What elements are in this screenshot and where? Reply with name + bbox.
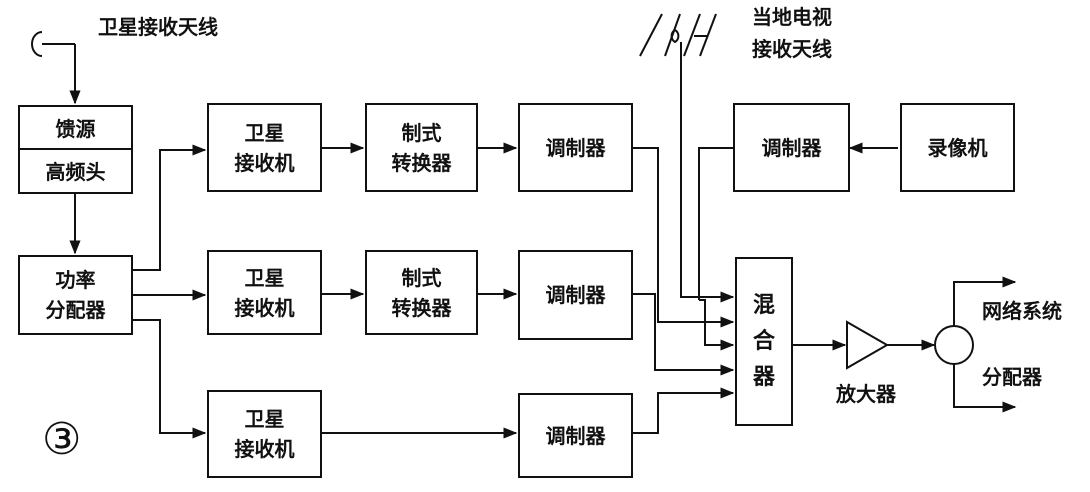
satellite-receiver-2: 卫星 接收机 xyxy=(207,250,322,335)
receiver-1-label-1: 卫星 xyxy=(244,120,285,145)
standard-converter-2: 制式 转换器 xyxy=(365,250,478,335)
wire-antenna-to-mixer xyxy=(680,42,735,303)
wire-vcrmod-to-mixer-b xyxy=(699,299,735,351)
wire-network-output-top xyxy=(953,276,1017,326)
standard-converter-1: 制式 转换器 xyxy=(365,103,478,192)
power-splitter-label-1: 功率 xyxy=(55,268,96,292)
receiver-2-label-1: 卫星 xyxy=(244,265,285,290)
converter-2-label-2: 转换器 xyxy=(391,295,452,320)
lnb-label: 高频头 xyxy=(45,160,106,185)
wire-mod1-to-mixer xyxy=(633,147,735,328)
network-system-label: 网络系统 xyxy=(982,299,1062,323)
power-splitter-box: 功率 分配器 xyxy=(18,255,133,335)
receiver-1-label-2: 接收机 xyxy=(234,150,295,175)
mixer-label-3: 器 xyxy=(752,364,775,390)
wire-mod2-to-mixer xyxy=(633,293,735,376)
mixer-label-1: 混 xyxy=(752,292,775,318)
amplifier-label: 放大器 xyxy=(836,382,896,406)
receiver-2-label-2: 接收机 xyxy=(234,295,295,320)
satellite-antenna-label: 卫星接收天线 xyxy=(98,15,218,39)
tv-antenna-icon xyxy=(639,13,717,57)
converter-1-label-2: 转换器 xyxy=(391,150,452,175)
feed-lnb-box: 馈源 高频头 xyxy=(18,105,133,194)
converter-1-label-1: 制式 xyxy=(401,120,442,145)
wire-splitter-to-receiver-3 xyxy=(133,319,207,439)
modulator-2: 调制器 xyxy=(518,250,633,340)
wire-mod3-to-mixer xyxy=(633,387,735,434)
vcr-modulator: 调制器 xyxy=(733,103,850,192)
mixer-label-2: 合 xyxy=(752,328,775,354)
local-tv-antenna-label-1: 当地电视 xyxy=(752,5,832,29)
network-splitter-label: 分配器 xyxy=(982,365,1042,389)
wire-vcrmod-to-mixer-a xyxy=(698,147,733,300)
modulator-1: 调制器 xyxy=(518,103,633,192)
satellite-receiver-1: 卫星 接收机 xyxy=(207,103,322,192)
vcr-box: 录像机 xyxy=(900,103,1015,192)
receiver-3-label-2: 接收机 xyxy=(234,437,295,461)
satellite-receiver-3: 卫星 接收机 xyxy=(207,390,322,478)
wire-network-output-bottom xyxy=(953,364,1017,413)
amplifier-triangle xyxy=(846,320,890,370)
figure-number: ③ xyxy=(42,414,82,465)
converter-2-label-1: 制式 xyxy=(401,265,442,290)
modulator-3: 调制器 xyxy=(518,393,633,478)
local-tv-antenna-label-2: 接收天线 xyxy=(752,37,832,61)
mixer-box: 混 合 器 xyxy=(735,257,793,426)
satellite-dish-icon xyxy=(31,31,75,57)
feed-label: 馈源 xyxy=(20,107,131,150)
power-splitter-label-2: 分配器 xyxy=(45,298,106,322)
receiver-3-label-1: 卫星 xyxy=(244,407,285,431)
wire-splitter-to-receiver-1 xyxy=(133,144,207,271)
network-splitter-circle xyxy=(934,325,974,365)
